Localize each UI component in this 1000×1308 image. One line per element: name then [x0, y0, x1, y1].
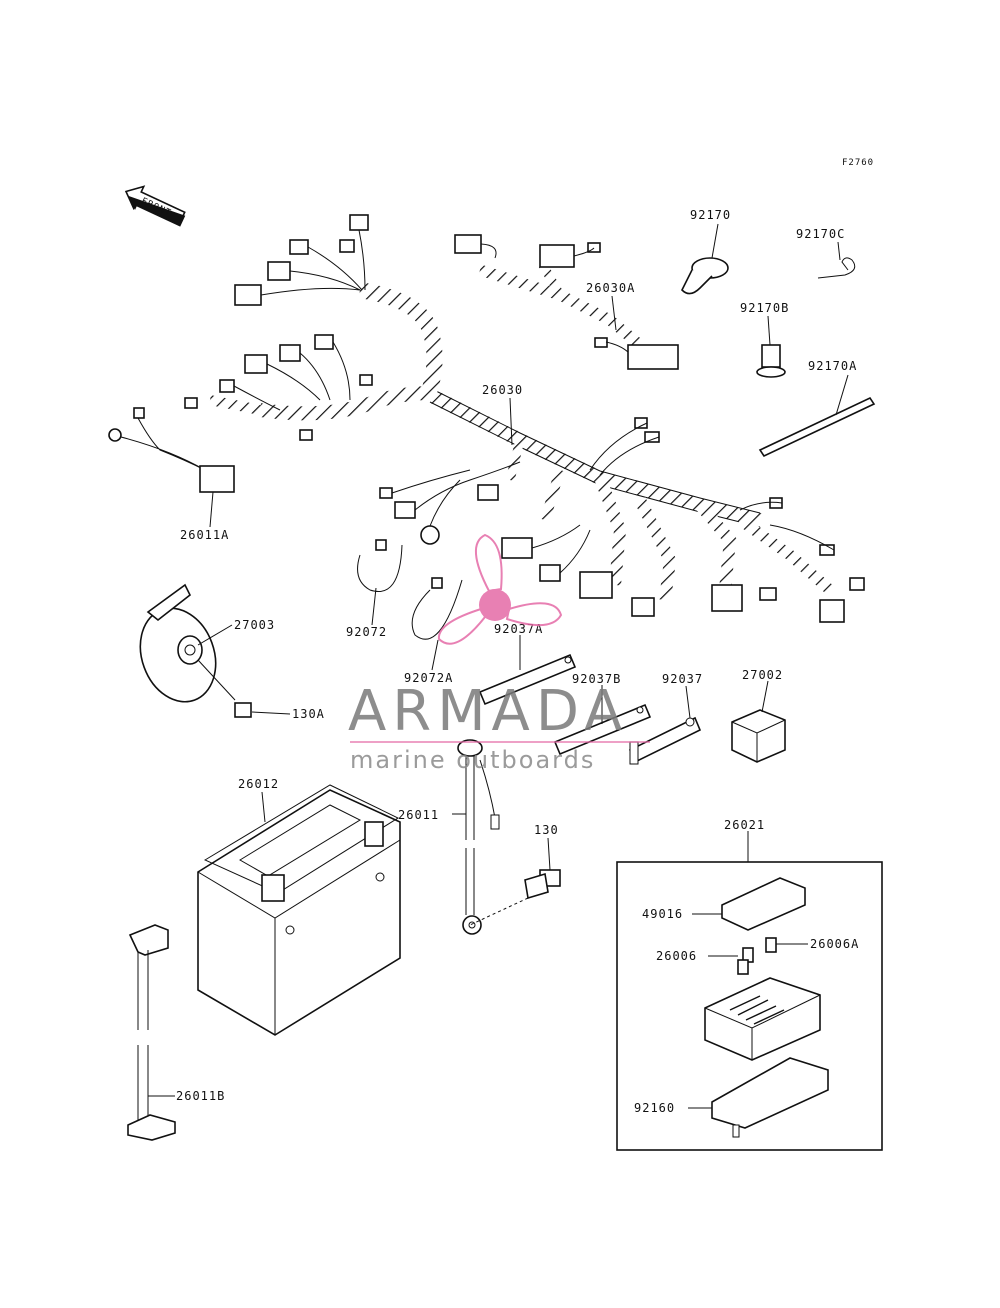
- label-26011b: 26011B: [176, 1089, 225, 1103]
- propeller-logo-icon: [437, 533, 563, 645]
- part-labels: 92170 92170C 26030A 92170B 92170A 26030 …: [176, 208, 859, 1115]
- label-26030a: 26030A: [586, 281, 635, 295]
- cable-26011: [457, 739, 500, 935]
- lead-26011a: [108, 407, 235, 493]
- label-130: 130: [534, 823, 559, 837]
- label-26030: 26030: [482, 383, 523, 397]
- label-92170a: 92170A: [808, 359, 857, 373]
- bracket-92037: [628, 716, 702, 765]
- horn-27003: [139, 583, 252, 718]
- label-92037b: 92037B: [572, 672, 621, 686]
- label-26006: 26006: [656, 949, 697, 963]
- main-harness-26030: [184, 214, 865, 623]
- label-26011: 26011: [398, 808, 439, 822]
- label-92170c: 92170C: [796, 227, 845, 241]
- label-92072a: 92072A: [404, 671, 453, 685]
- label-27003: 27003: [234, 618, 275, 632]
- label-130a: 130A: [292, 707, 325, 721]
- label-26012: 26012: [238, 777, 279, 791]
- sub-harness-26030a: [454, 234, 679, 370]
- label-92170b: 92170B: [740, 301, 789, 315]
- strap-92072a: [411, 577, 463, 640]
- label-92160: 92160: [634, 1101, 675, 1115]
- bracket-92037a: [478, 653, 577, 706]
- leader-lines: [148, 223, 849, 1109]
- figure-code: F2760: [842, 158, 874, 168]
- label-92170: 92170: [690, 208, 731, 222]
- label-26011a: 26011A: [180, 528, 229, 542]
- clamp-92170: [681, 257, 729, 295]
- watermark: ARMADA marine outboards: [348, 533, 650, 774]
- label-92072: 92072: [346, 625, 387, 639]
- strap-92170a: [758, 396, 876, 458]
- label-92037: 92037: [662, 672, 703, 686]
- front-arrow-icon: FRONT: [124, 185, 186, 227]
- label-27002: 27002: [742, 668, 783, 682]
- clip-92170c: [817, 257, 856, 279]
- label-26006a: 26006A: [810, 937, 859, 951]
- label-49016: 49016: [642, 907, 683, 921]
- fuse-box-frame-26021: [616, 861, 883, 1151]
- cable-26011b: [127, 924, 176, 1141]
- watermark-brand: ARMADA: [348, 679, 628, 744]
- watermark-tagline: marine outboards: [350, 746, 595, 774]
- relay-27002: [731, 709, 786, 763]
- clip-92170b: [756, 344, 786, 378]
- strap-92072: [357, 539, 403, 592]
- bolt-130: [469, 869, 561, 926]
- battery-26012: [197, 784, 401, 1036]
- label-26021: 26021: [724, 818, 765, 832]
